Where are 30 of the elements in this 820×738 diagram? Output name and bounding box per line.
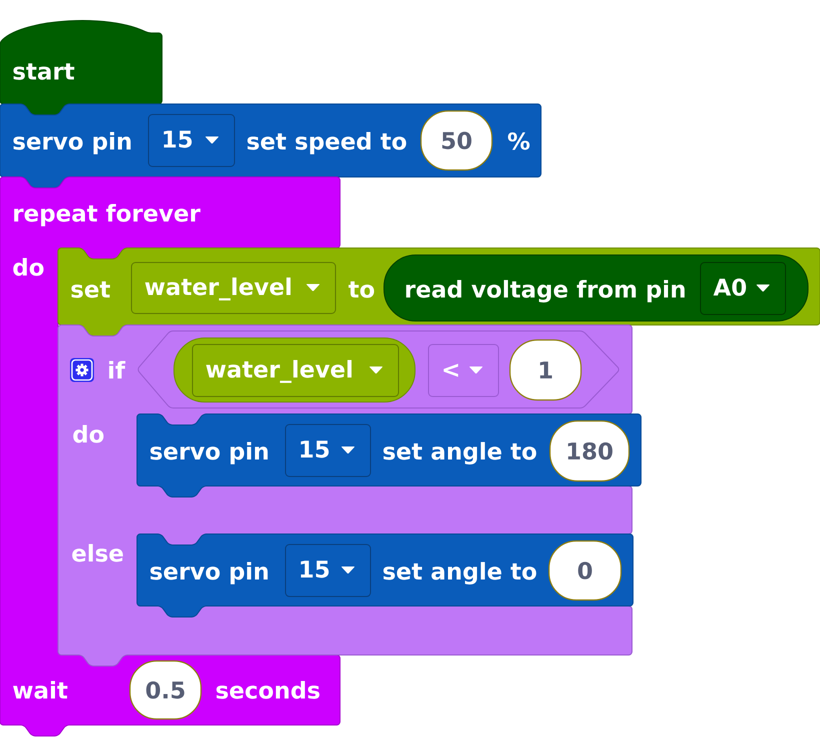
block-label: set angle to: [383, 442, 536, 464]
dropdown-field: 15: [148, 114, 235, 167]
block-label: set speed to: [247, 132, 406, 154]
dropdown-field: <: [428, 344, 499, 397]
block-label: servo pin: [13, 132, 131, 154]
block-label: start: [13, 63, 74, 80]
block-label: servo pin: [150, 442, 268, 464]
dropdown-field: water_level: [131, 262, 336, 314]
block-label: seconds: [216, 681, 320, 699]
block-label: repeat forever: [14, 204, 200, 226]
dropdown-field: water_level: [192, 344, 399, 397]
number-field: 50: [420, 110, 493, 171]
number-field: 0: [548, 540, 622, 601]
block-label: do: [73, 425, 104, 443]
block-label: read voltage from pin: [406, 280, 685, 302]
number-field: 1: [509, 339, 582, 401]
block-label: %: [508, 132, 530, 150]
block-label: if: [109, 361, 126, 378]
block-label: wait: [13, 681, 68, 699]
block-label: to: [348, 281, 374, 298]
dropdown-field: 15: [285, 424, 371, 477]
number-field: 180: [549, 420, 630, 482]
number-field: 0.5: [129, 660, 202, 720]
block-label: do: [13, 258, 44, 276]
dropdown-field: 15: [285, 544, 371, 597]
block-label: else: [72, 544, 123, 562]
dropdown-field: A0: [700, 262, 786, 315]
block-label: servo pin: [150, 562, 268, 584]
block-label: set angle to: [383, 562, 536, 584]
block-label: set: [71, 281, 110, 298]
